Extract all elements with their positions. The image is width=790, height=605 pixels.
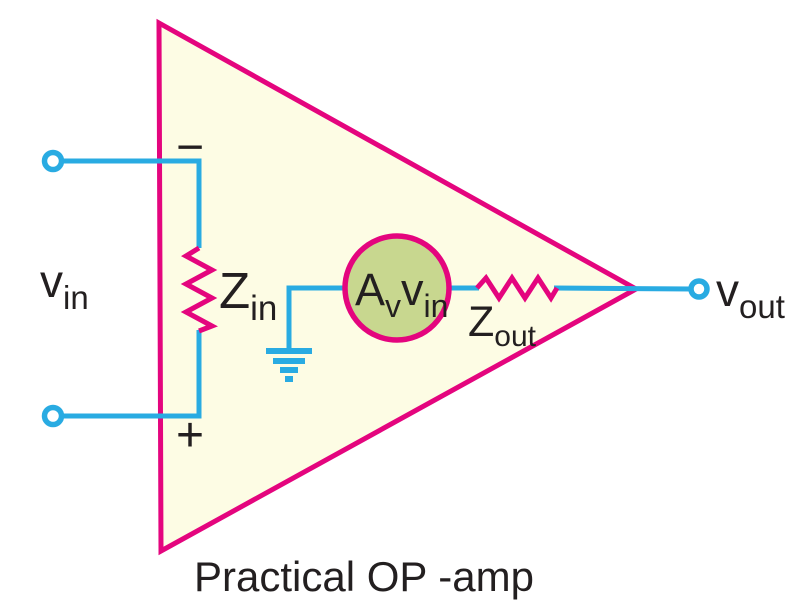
source-gain-sub: v [385,288,401,324]
inverting-sign-label: − [176,121,204,174]
zin-label: Zin [219,262,277,328]
figure-caption: Practical OP -amp [194,553,534,600]
source-volt-sub: in [424,288,449,324]
zin-label-main: Z [219,262,250,319]
resistors-group [180,245,560,334]
source-to-ground-wire [286,285,348,348]
ground-icon [266,348,312,382]
output-terminal [688,278,710,300]
source-volt-main: v [401,264,424,315]
inverting-input-terminal [41,149,65,173]
vin-label: vin [40,255,89,316]
terminals-group [41,149,710,428]
vin-label-main: v [40,255,63,307]
vout-label: vout [716,264,785,325]
noninverting-input-wire [60,330,202,419]
zout-label-sub: out [494,320,536,353]
zout-label: Zout [468,298,537,353]
wires-group [60,158,693,419]
zin-label-sub: in [250,289,277,328]
output-wire [553,285,693,292]
vout-label-main: v [716,264,739,316]
labels-group: − + vin Zin Avvin Zout vout Practical OP… [40,121,785,600]
source-gain-main: A [355,264,385,315]
noninverting-sign-label: + [176,409,204,462]
dependent-source-circle [342,233,452,343]
zin-resistor-icon [180,245,218,334]
vout-label-sub: out [739,288,785,325]
zout-resistor-icon [475,273,560,303]
inverting-input-wire [60,158,202,248]
zout-label-main: Z [468,298,494,346]
vin-label-sub: in [63,279,89,316]
noninverting-input-terminal [41,404,65,428]
dependent-source-label: Avvin [355,264,448,324]
